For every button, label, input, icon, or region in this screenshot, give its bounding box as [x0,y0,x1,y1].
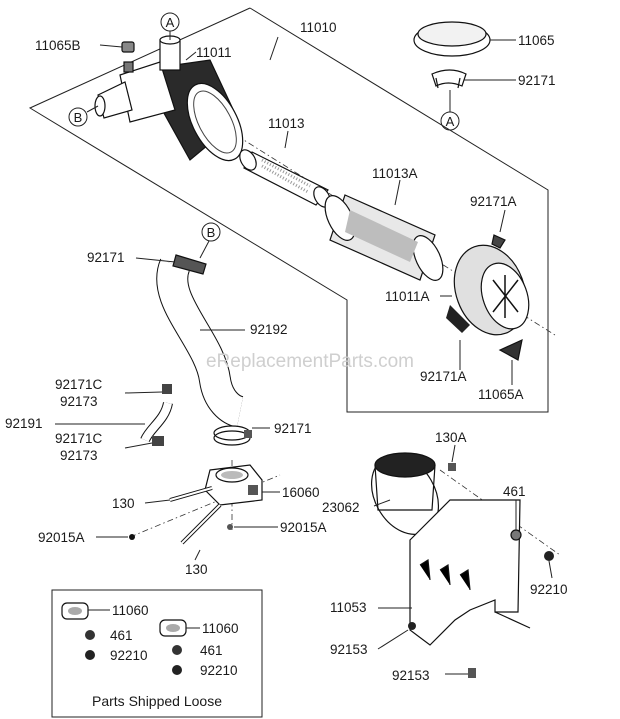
valve-11065A [498,338,523,361]
label-92171-hose: 92171 [87,250,125,265]
label-box-461-a: 461 [110,628,133,643]
cap-11065 [413,21,491,89]
clamp-92171 [213,425,252,446]
label-130-bottom: 130 [185,562,208,577]
label-11013A: 11013A [372,166,418,181]
small-parts-bracket [408,463,554,678]
adapter-16060 [204,464,263,506]
outer-filter-11013A [324,194,444,281]
label-box-11060-b: 11060 [202,621,239,636]
label-11065B: 11065B [35,38,81,53]
label-92171-top: 92171 [518,73,556,88]
label-130-top: 130 [112,496,135,511]
label-92015A-right: 92015A [280,520,327,535]
label-92171A-top: 92171A [470,194,517,209]
label-130A: 130A [435,430,467,445]
label-11065: 11065 [518,33,555,48]
label-box-461-b: 461 [200,643,223,658]
bolt-130-lower [180,503,222,545]
bracket-11053 [409,499,531,646]
cover-11011A [446,244,530,336]
label-92173-b: 92173 [60,448,98,463]
washers-nuts-loose [85,630,182,675]
label-92015A-left: 92015A [38,530,85,545]
label-box-92210-a: 92210 [110,648,148,663]
label-11010: 11010 [300,20,337,35]
label-23062: 23062 [322,500,360,515]
breather-hose-92191 [140,384,173,446]
callout-b-left: B [68,105,99,127]
gasket-11060-b [159,619,187,637]
svg-text:A: A [446,114,455,129]
assembly-outline-11010 [28,7,549,413]
loose-parts-box [51,589,263,718]
svg-text:B: B [74,110,83,125]
label-92192: 92192 [250,322,288,337]
label-16060: 16060 [282,485,320,500]
clips-92171A [491,234,506,249]
label-11011: 11011 [196,45,232,60]
label-11011A: 11011A [385,289,430,304]
cap-11065B [121,41,135,73]
label-11013: 11013 [268,116,305,131]
label-11053: 11053 [330,600,367,615]
label-92171-clamp: 92171 [274,421,312,436]
watermark: eReplacementParts.com [206,351,414,372]
callout-a-right: A [440,90,460,131]
band-23062 [370,452,440,535]
label-92153-b: 92153 [392,668,430,683]
label-box-11060-a: 11060 [112,603,149,618]
label-92171A-bottom: 92171A [420,369,467,384]
label-92171C-b: 92171C [55,431,103,446]
label-11065A: 11065A [478,387,524,402]
callout-a-top: A [160,12,180,40]
label-92153-a: 92153 [330,642,368,657]
bolt-130-upper [169,486,213,502]
loose-parts-caption: Parts Shipped Loose [92,693,222,709]
label-92210: 92210 [530,582,568,597]
label-92171C-a: 92171C [55,377,103,392]
label-92173-a: 92173 [60,394,98,409]
leader-lines [55,36,553,675]
gasket-11060-a [61,602,89,620]
inner-filter-11013 [239,149,331,208]
axis-line-bracket [439,469,561,556]
hose-92192 [156,254,245,428]
callout-b-hose: B [199,222,221,259]
label-92191: 92191 [5,416,43,431]
label-box-92210-b: 92210 [200,663,238,678]
air-cleaner-housing-11011 [94,35,244,162]
svg-text:A: A [166,15,175,30]
nuts-92015A [129,524,233,540]
label-461: 461 [503,484,526,499]
svg-text:B: B [207,225,216,240]
